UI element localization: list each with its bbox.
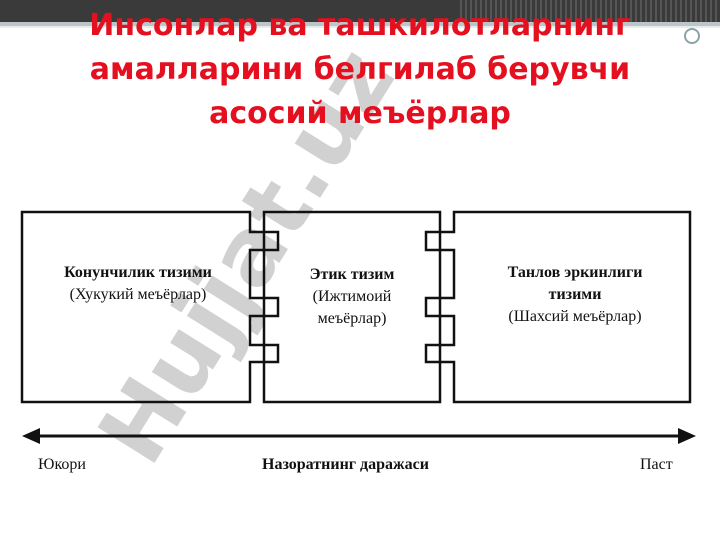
middle-box-subtitle-line1: (Ижтимоий [312, 288, 392, 305]
middle-box-subtitle-line2: меъёрлар) [317, 310, 387, 327]
left-box-outline [20, 210, 266, 404]
top-bar-accent [0, 22, 720, 26]
top-bar-accent-light [0, 26, 720, 28]
slide-title: Инсонлар ва ташкилотларнинг амалларини б… [89, 8, 631, 131]
top-bar-circle-ornament [684, 28, 700, 44]
left-box-subtitle: (Хукукий меъёрлар) [69, 286, 207, 303]
top-decorative-bar [0, 0, 720, 44]
left-box-label: Конунчилик тизими (Хукукий меъёрлар) [38, 262, 238, 306]
right-box-title-line1: Танлов эркинлиги [507, 264, 643, 281]
arrow-right-head [678, 428, 696, 444]
arrow-left-head [22, 428, 40, 444]
middle-box-title: Этик тизим [309, 266, 395, 283]
right-box-subtitle: (Шахсий меъёрлар) [508, 308, 642, 325]
middle-box-label: Этик тизим (Ижтимоий меъёрлар) [282, 264, 422, 330]
right-box-title-line2: тизими [548, 286, 602, 303]
control-level-arrow [22, 428, 696, 444]
left-box-title: Конунчилик тизими [64, 264, 212, 281]
axis-right-label: Паст [640, 456, 673, 473]
axis-center-label: Назоратнинг даражаси [262, 456, 429, 473]
right-box-outline [438, 210, 692, 404]
top-bar-stripes [460, 0, 720, 22]
middle-box-outline [262, 210, 442, 404]
axis-left-label: Юкори [38, 456, 86, 473]
right-box-label: Танлов эркинлиги тизими (Шахсий меъёрлар… [470, 262, 680, 328]
